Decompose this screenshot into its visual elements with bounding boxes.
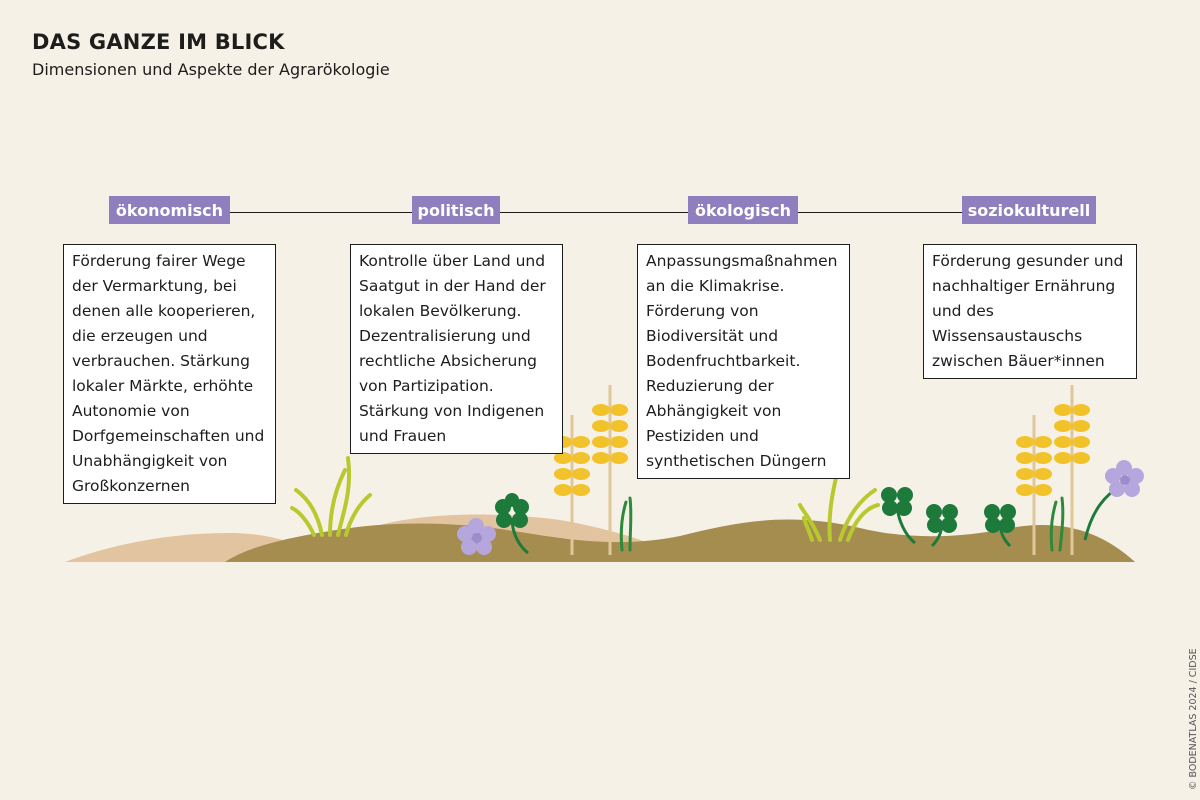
tag-soziokulturell: soziokulturell — [962, 196, 1096, 224]
wheat-icon — [1054, 385, 1090, 555]
card-text: Kontrolle über Land und Saatgut in der H… — [359, 252, 546, 445]
page-subtitle: Dimensionen und Aspekte der Agrarökologi… — [32, 60, 390, 79]
connector-line — [230, 212, 412, 213]
card-soziokulturell: Förderung gesunder und nachhaltiger Ernä… — [923, 244, 1137, 379]
page-title: DAS GANZE IM BLICK — [32, 30, 285, 54]
card-politisch: Kontrolle über Land und Saatgut in der H… — [350, 244, 563, 454]
card-text: Förderung gesunder und nachhaltiger Ernä… — [932, 252, 1124, 370]
clover-icon — [495, 493, 529, 555]
card-oekologisch: Anpassungsmaßnahmen an die Klimakrise. F… — [637, 244, 850, 479]
flower-icon — [1083, 460, 1144, 541]
grass-icon — [290, 456, 372, 537]
grass-icon — [619, 496, 1065, 552]
tag-politisch: politisch — [412, 196, 500, 224]
wheat-icon — [592, 385, 628, 555]
card-oekonomisch: Förderung fairer Wege der Vermarktung, b… — [63, 244, 276, 504]
card-text: Förderung fairer Wege der Vermarktung, b… — [72, 252, 265, 495]
connector-line — [798, 212, 962, 213]
wheat-icon — [1016, 415, 1052, 555]
copyright-credit: © BODENATLAS 2024 / CIDSE — [1188, 648, 1199, 790]
clover-icon — [926, 504, 958, 548]
connector-line — [500, 212, 688, 213]
clover-icon — [881, 487, 916, 545]
card-text: Anpassungsmaßnahmen an die Klimakrise. F… — [646, 252, 838, 470]
clover-icon — [984, 504, 1016, 548]
flower-icon — [457, 518, 496, 555]
tag-oekologisch: ökologisch — [688, 196, 798, 224]
tag-oekonomisch: ökonomisch — [109, 196, 230, 224]
soil — [225, 519, 1135, 562]
